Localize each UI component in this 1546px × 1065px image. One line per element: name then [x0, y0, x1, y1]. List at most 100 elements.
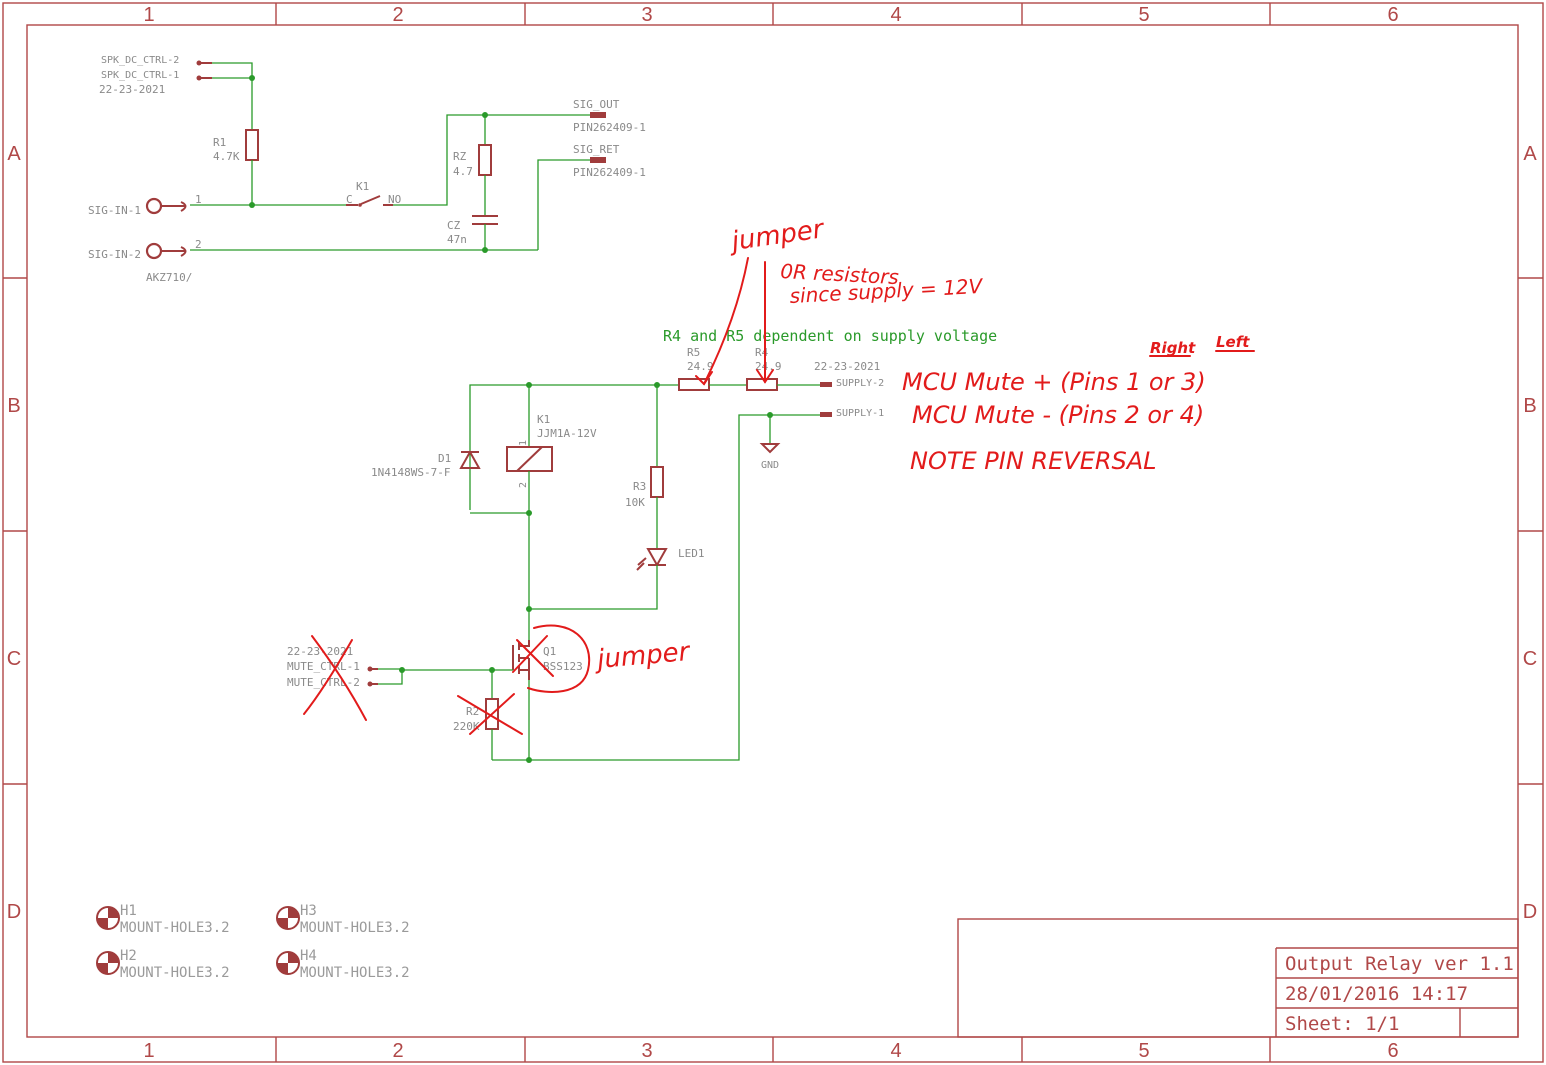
h2-name: H2: [120, 948, 137, 964]
hand-jumper-top: jumper: [727, 214, 828, 257]
sig-in-1-jack-icon: [145, 197, 163, 215]
r1-value: 4.7K: [213, 150, 240, 163]
title-block-title: Output Relay ver 1.1: [1285, 953, 1514, 975]
rz-value: 4.7: [453, 165, 473, 178]
mute-ctrl-1-label: MUTE_CTRL-1: [287, 660, 360, 673]
handwritten-annotations: jumper 0R resistors since supply = 12V R…: [303, 214, 1255, 735]
col-label: 4: [890, 1040, 901, 1062]
h3-name: H3: [300, 903, 317, 919]
h1-name: H1: [120, 903, 137, 919]
k1-coil-name: K1: [537, 413, 550, 426]
r2-value: 220K: [453, 720, 480, 733]
supply-1-label: SUPPLY-1: [836, 408, 884, 419]
sig-in-1-label: SIG-IN-1: [88, 204, 141, 217]
k1-c-label: C: [346, 193, 353, 206]
h2-part: MOUNT-HOLE3.2: [120, 965, 230, 981]
r5-name: R5: [687, 346, 700, 359]
row-labels-left: A B C D: [7, 143, 22, 923]
led1-name: LED1: [678, 547, 705, 560]
column-labels-bottom: 1 2 3 4 5 6: [143, 1040, 1398, 1062]
mount-hole-h1: H1 MOUNT-HOLE3.2: [96, 903, 230, 936]
col-label: 3: [641, 1040, 652, 1062]
coil-pin1: 1: [518, 440, 529, 446]
hand-jumper-q1: jumper: [593, 637, 693, 675]
q1-name: Q1: [543, 645, 556, 658]
d1-name: D1: [438, 452, 451, 465]
r4-name: R4: [755, 346, 769, 359]
col-label: 5: [1138, 4, 1149, 26]
strike-q1: [516, 639, 554, 677]
sig-in-pin1: 1: [195, 193, 202, 206]
hand-note-reversal: NOTE PIN REVERSAL: [910, 447, 1157, 475]
d1-part: 1N4148WS-7-F: [371, 466, 450, 479]
sig-ret-part: PIN262409-1: [573, 166, 646, 179]
q1-mosfet: [512, 640, 530, 680]
hand-mcu-plus: MCU Mute + (Pins 1 or 3): [902, 368, 1206, 396]
gnd-label: GND: [761, 460, 779, 471]
r1-name: R1: [213, 136, 226, 149]
mount-holes: H1 MOUNT-HOLE3.2 H2 MOUNT-HOLE3.2 H3 MOU…: [96, 903, 410, 981]
sig-out-label: SIG_OUT: [573, 98, 620, 111]
row-label: C: [1523, 648, 1537, 670]
signal-section: SPK_DC_CTRL-2 SPK_DC_CTRL-1 22-23-2021 R…: [88, 55, 646, 284]
mount-hole-h3: H3 MOUNT-HOLE3.2: [276, 903, 410, 936]
gnd-icon: [759, 443, 781, 454]
col-label: 5: [1138, 1040, 1149, 1062]
hand-right: Right: [1150, 339, 1196, 357]
row-label: A: [1523, 143, 1537, 165]
rz-resistor: [478, 144, 492, 176]
row-label: A: [7, 143, 21, 165]
mount-hole-h4: H4 MOUNT-HOLE3.2: [276, 948, 410, 981]
k1-no-label: NO: [388, 193, 401, 206]
r5-value: 24.9: [687, 360, 714, 373]
sig-in-pin2: 2: [195, 238, 202, 251]
h4-name: H4: [300, 948, 317, 964]
sig-out-pin: [590, 112, 606, 118]
row-label: B: [7, 395, 20, 417]
sig-ret-label: SIG_RET: [573, 143, 620, 156]
relay-drive-section: R4 and R5 dependent on supply voltage R5…: [287, 327, 997, 763]
col-label: 2: [392, 4, 403, 26]
h3-part: MOUNT-HOLE3.2: [300, 920, 410, 936]
supply-2-label: SUPPLY-2: [836, 378, 884, 389]
col-label: 1: [143, 1040, 154, 1062]
mount-hole-h2: H2 MOUNT-HOLE3.2: [96, 948, 230, 981]
jack-part-label: AKZ710/: [146, 271, 192, 284]
sig-in-2-label: SIG-IN-2: [88, 248, 141, 261]
cz-name: CZ: [447, 219, 461, 232]
rz-name: RZ: [453, 150, 467, 163]
spk-dc-ctrl-1-label: SPK_DC_CTRL-1: [101, 70, 179, 81]
sig-out-part: PIN262409-1: [573, 121, 646, 134]
row-labels-right: A B C D: [1523, 143, 1538, 923]
col-label: 2: [392, 1040, 403, 1062]
column-labels-top: 1 2 3 4 5 6: [143, 4, 1398, 26]
coil-pin2: 2: [518, 482, 529, 488]
col-label: 1: [143, 4, 154, 26]
supply-2-pin: [820, 382, 832, 387]
col-label: 6: [1387, 1040, 1398, 1062]
k1-switch-name: K1: [356, 180, 369, 193]
title-block-date: 28/01/2016 14:17: [1285, 983, 1468, 1005]
q1-part: BSS123: [543, 660, 583, 673]
spk-date-label: 22-23-2021: [99, 83, 165, 96]
k1-coil-part: JJM1A-12V: [537, 427, 597, 440]
row-label: C: [7, 648, 21, 670]
r3-resistor: [650, 466, 664, 498]
supply-date: 22-23-2021: [814, 360, 880, 373]
d1-diode: [459, 449, 481, 469]
col-label: 6: [1387, 4, 1398, 26]
hand-left: Left: [1216, 333, 1250, 351]
r1-resistor: [245, 129, 259, 161]
strike-mute-ctrl: [311, 635, 367, 721]
hand-mcu-minus: MCU Mute - (Pins 2 or 4): [912, 401, 1204, 429]
jumper-circle: [527, 624, 591, 693]
mute-date: 22-23-2021: [287, 645, 353, 658]
r3-name: R3: [633, 480, 646, 493]
title-block-sheet: Sheet: 1/1: [1285, 1013, 1399, 1035]
r2-name: R2: [466, 705, 479, 718]
h1-part: MOUNT-HOLE3.2: [120, 920, 230, 936]
h4-part: MOUNT-HOLE3.2: [300, 965, 410, 981]
row-label: D: [7, 901, 21, 923]
cz-value: 47n: [447, 233, 467, 246]
